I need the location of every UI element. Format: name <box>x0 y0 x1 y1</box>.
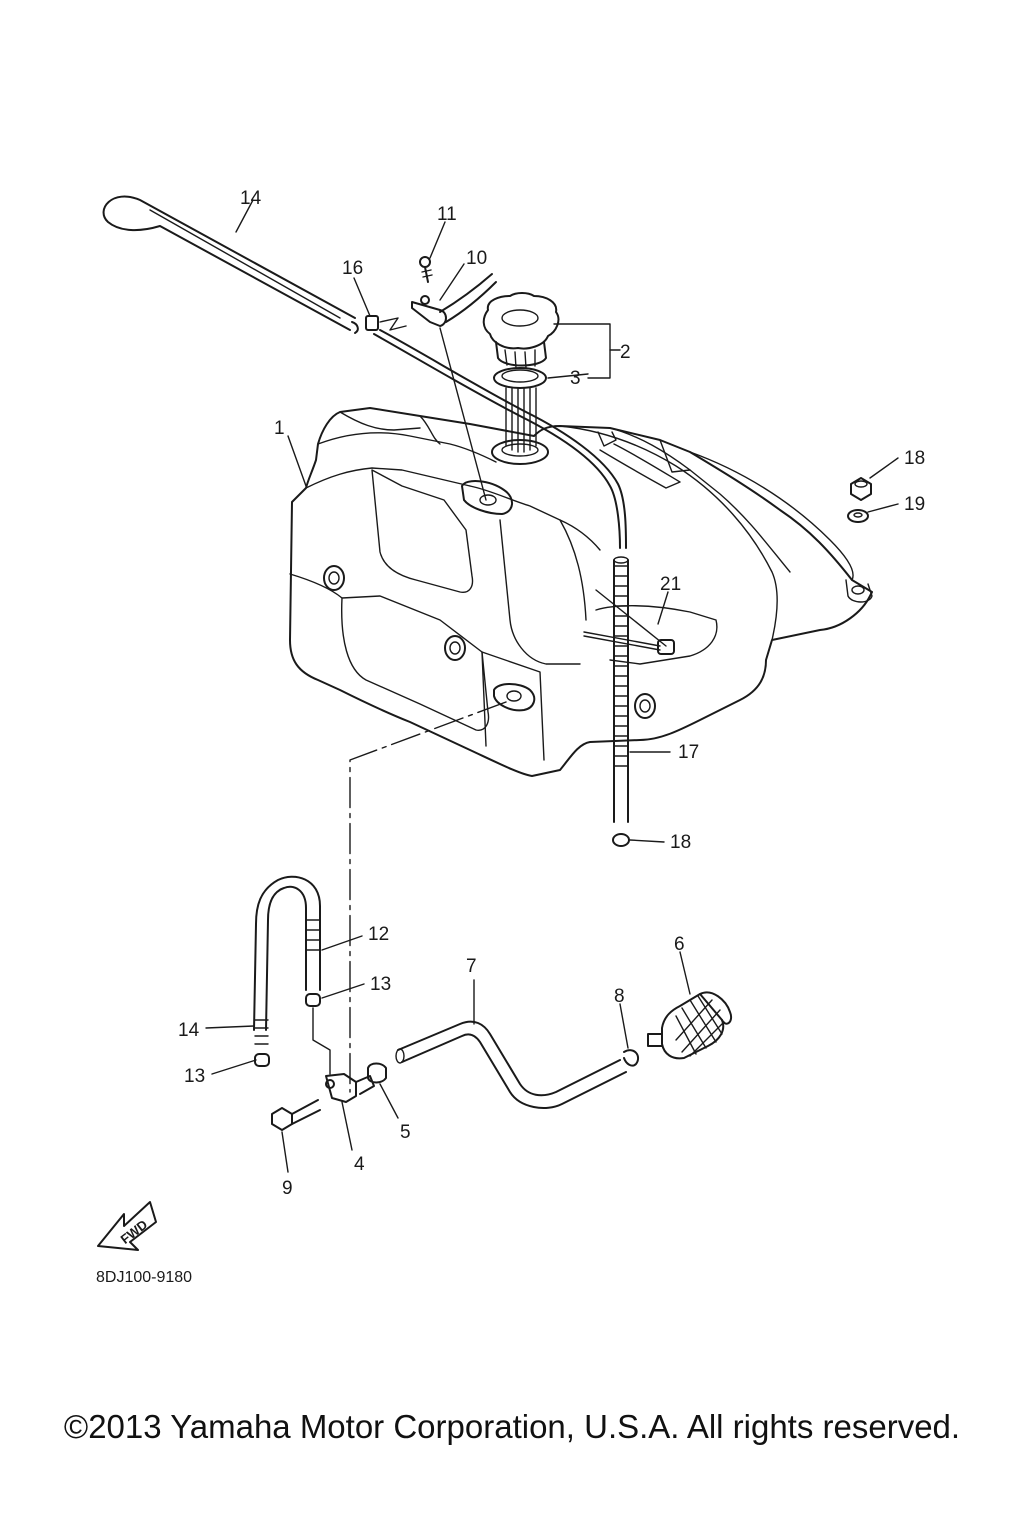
callout-17: 16 <box>342 258 363 279</box>
hose-14[interactable] <box>254 1019 269 1045</box>
callout-7: 7 <box>466 956 477 977</box>
breather-hose-15[interactable] <box>102 195 359 334</box>
callout-18: 18 <box>670 832 691 853</box>
band-21[interactable] <box>583 589 675 655</box>
nut-19[interactable] <box>850 477 872 501</box>
leader-hose-petcock <box>312 1007 331 1075</box>
washer-20[interactable] <box>847 509 869 523</box>
breather-fitting-10[interactable] <box>411 273 497 327</box>
fuel-cap-2[interactable] <box>482 292 560 369</box>
fwd-label: FWD <box>118 1217 151 1247</box>
clip-8[interactable] <box>623 1049 640 1067</box>
corrugated-hose-16[interactable] <box>613 556 629 823</box>
clamp-13-lower[interactable] <box>254 1053 270 1067</box>
callout-15: 14 <box>240 188 262 209</box>
fuel-petcock-4[interactable] <box>325 1073 375 1103</box>
clamp-13-upper[interactable] <box>305 993 321 1007</box>
fuel-hose-12[interactable] <box>253 875 321 1031</box>
fuel-pipe-7[interactable] <box>395 1020 627 1109</box>
copyright-notice: ©2013 Yamaha Motor Corporation, U.S.A. A… <box>63 1408 961 1445</box>
callout-bracket-2-3 <box>553 323 621 379</box>
callout-13-lower: 13 <box>184 1066 205 1087</box>
fuel-filter-6[interactable] <box>647 991 732 1060</box>
callout-19: 18 <box>904 448 925 469</box>
callout-14: 14 <box>178 1020 200 1041</box>
callout-21: 21 <box>660 574 681 595</box>
callout-10: 10 <box>466 248 487 269</box>
vent-tube <box>373 329 627 549</box>
diagram-part-code: 8DJ100-9180 <box>96 1269 192 1286</box>
fuel-tank-1[interactable] <box>289 407 873 777</box>
callout-6: 6 <box>674 934 685 955</box>
callout-8: 8 <box>614 986 625 1007</box>
callout-4: 4 <box>354 1154 365 1175</box>
callout-9: 9 <box>282 1178 293 1199</box>
callout-16: 17 <box>678 742 699 763</box>
callout-2: 2 <box>620 342 631 363</box>
leader-petcock <box>349 701 507 1093</box>
filler-neck <box>491 387 549 465</box>
callout-1: 1 <box>274 418 285 439</box>
callout-11: 11 <box>437 204 457 225</box>
callout-labels: 14 11 10 16 2 3 1 18 19 21 17 18 6 12 7 … <box>178 188 925 1199</box>
bolt-11[interactable] <box>419 256 433 283</box>
cap-gasket-3[interactable] <box>493 367 547 389</box>
callout-leaders <box>205 199 899 1173</box>
leader-10-tank <box>439 327 487 501</box>
screw-9[interactable] <box>271 1099 321 1131</box>
plug-18[interactable] <box>612 833 630 847</box>
callout-20: 19 <box>904 494 925 515</box>
callout-5: 5 <box>400 1122 411 1143</box>
callout-13-upper: 13 <box>370 974 391 995</box>
fwd-arrow-icon: FWD <box>97 1201 157 1251</box>
clip-17[interactable] <box>365 315 407 331</box>
filter-5[interactable] <box>367 1062 387 1084</box>
callout-12: 12 <box>368 924 389 945</box>
callout-3: 3 <box>570 368 581 389</box>
